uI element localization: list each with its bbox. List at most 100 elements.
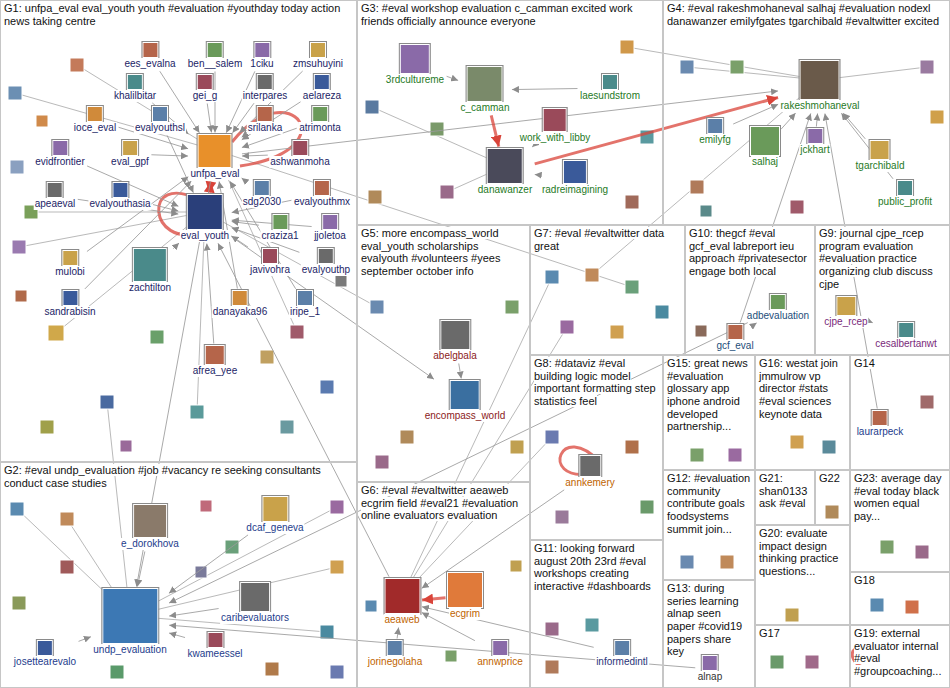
group-title-block: G16: westat join jmmulrow vp director #s… xyxy=(756,356,849,421)
group-title: G22 xyxy=(819,472,840,484)
avatar-image xyxy=(8,86,22,100)
group-panel: G21: shan0133 ask #eval xyxy=(755,470,815,525)
vertex-node: danawanzer xyxy=(477,148,533,196)
avatar-image xyxy=(579,455,601,477)
avatar-image xyxy=(872,410,888,426)
avatar-image xyxy=(915,545,929,559)
edge-arrow xyxy=(843,113,865,139)
avatar-image xyxy=(560,320,574,334)
vertex-node: gcf_eval xyxy=(715,324,754,352)
avatar-image xyxy=(700,205,712,217)
edge-arrow xyxy=(231,236,248,247)
edge-arrow xyxy=(153,205,178,212)
avatar-image xyxy=(585,618,599,632)
edge-arrow xyxy=(242,134,246,137)
vertex-label: abelgbala xyxy=(432,350,477,362)
vertex-node: iripe_1 xyxy=(289,290,321,318)
vertex-node: khalilbitar xyxy=(113,74,157,102)
edge-arrow xyxy=(215,72,216,133)
edge-arrow xyxy=(218,243,389,576)
vertex-label: javivohra xyxy=(249,264,291,276)
avatar-image xyxy=(384,578,420,614)
group-title-block: G14 xyxy=(851,356,949,371)
vertex-label: annkemery xyxy=(564,477,615,489)
vertex-node: jorinegolaha xyxy=(367,640,424,668)
avatar-image xyxy=(800,60,840,100)
group-panel: G5: more encompass_world eval_youth scho… xyxy=(357,225,530,482)
edge-arrow xyxy=(137,551,144,586)
avatar-image xyxy=(545,622,559,636)
vertex-node: evalyouthp xyxy=(301,248,351,276)
avatar-image xyxy=(870,598,884,612)
avatar-image xyxy=(440,320,470,350)
vertex-node: jjoletoa xyxy=(313,214,347,242)
vertex-node: annkemery xyxy=(564,455,615,489)
vertex-node: emilyfg xyxy=(698,118,732,146)
vertex-node: ioce_eval xyxy=(73,106,117,134)
vertex-label: laesundstrom xyxy=(579,90,641,102)
avatar-image xyxy=(880,540,894,554)
avatar-image xyxy=(314,74,330,90)
vertex-node: tgarchibald xyxy=(855,140,906,172)
group-panel: G23: average day #eval today black women… xyxy=(850,470,950,572)
avatar-image xyxy=(297,290,313,306)
avatar-image xyxy=(897,180,913,196)
avatar-image xyxy=(320,625,334,639)
edge-line xyxy=(19,212,205,247)
vertex-node: work_with_libby xyxy=(519,108,592,144)
vertex-label: srilanka xyxy=(247,122,283,134)
avatar-image xyxy=(790,435,804,449)
edge-arrow xyxy=(169,535,248,593)
edge-arrow xyxy=(207,103,211,132)
edge-arrow xyxy=(151,155,188,156)
group-title-block: G7: #eval #evaltwitter data great xyxy=(531,226,684,253)
vertex-label: aelareza xyxy=(302,90,342,102)
avatar-image xyxy=(770,655,784,669)
vertex-label: work_with_libby xyxy=(519,132,592,144)
avatar-image xyxy=(430,122,444,136)
group-title: G6: #eval #evaltwitter aeaweb ecgrim fie… xyxy=(361,484,518,521)
group-title-block: G12: #evaluation community contribute go… xyxy=(664,471,754,536)
avatar-image xyxy=(467,66,503,102)
vertex-label: sdg2030 xyxy=(242,196,282,208)
avatar-image xyxy=(320,380,334,394)
avatar-image xyxy=(110,665,124,679)
edge-arrow xyxy=(535,97,778,163)
edge-line xyxy=(205,212,377,307)
group-title-block: G11: looking forward august 20th 23rd #e… xyxy=(531,541,662,594)
vertex-node: jckhart xyxy=(799,128,830,156)
group-title: G17 xyxy=(759,627,780,639)
vertex-node: evalyouthasia xyxy=(88,182,151,210)
group-title-block: G5: more encompass_world eval_youth scho… xyxy=(358,226,529,279)
group-title-block: G21: shan0133 ask #eval xyxy=(756,471,814,511)
avatar-image xyxy=(555,510,569,524)
avatar-image xyxy=(257,106,273,122)
avatar-image xyxy=(563,160,587,184)
vertex-node: evalyouthmx xyxy=(293,180,351,208)
avatar-image xyxy=(198,134,232,168)
avatar-image xyxy=(368,190,382,204)
avatar-image xyxy=(120,440,132,452)
vertex-label: caribevaluators xyxy=(220,612,290,624)
avatar-image xyxy=(790,200,804,214)
vertex-node: craziza1 xyxy=(260,214,299,242)
avatar-image xyxy=(822,440,836,454)
group-title: G20: evaluate impact design thinking pra… xyxy=(759,527,839,577)
avatar-image xyxy=(254,180,270,196)
edge-arrow xyxy=(422,598,445,600)
avatar-image xyxy=(770,294,786,310)
avatar-image xyxy=(375,455,389,469)
vertex-node: abelgbala xyxy=(432,320,477,362)
edge-arrow xyxy=(816,113,817,126)
vertex-label: danawanzer xyxy=(477,184,533,196)
group-panel: G19: external evaluator internal #eval #… xyxy=(850,625,950,688)
group-title-block: G8: #dataviz #eval building logic model … xyxy=(531,356,662,409)
vertex-node: josettearevalo xyxy=(13,640,77,668)
group-panel: G1: unfpa_eval eval_youth youth #evaluat… xyxy=(0,0,357,462)
vertex-label: zachtilton xyxy=(128,282,172,294)
group-title-block: G10: thegcf #eval gcf_eval labreport ieu… xyxy=(686,226,814,279)
avatar-image xyxy=(447,572,483,608)
avatar-image xyxy=(898,322,914,338)
vertex-node: gei_g xyxy=(192,74,218,102)
